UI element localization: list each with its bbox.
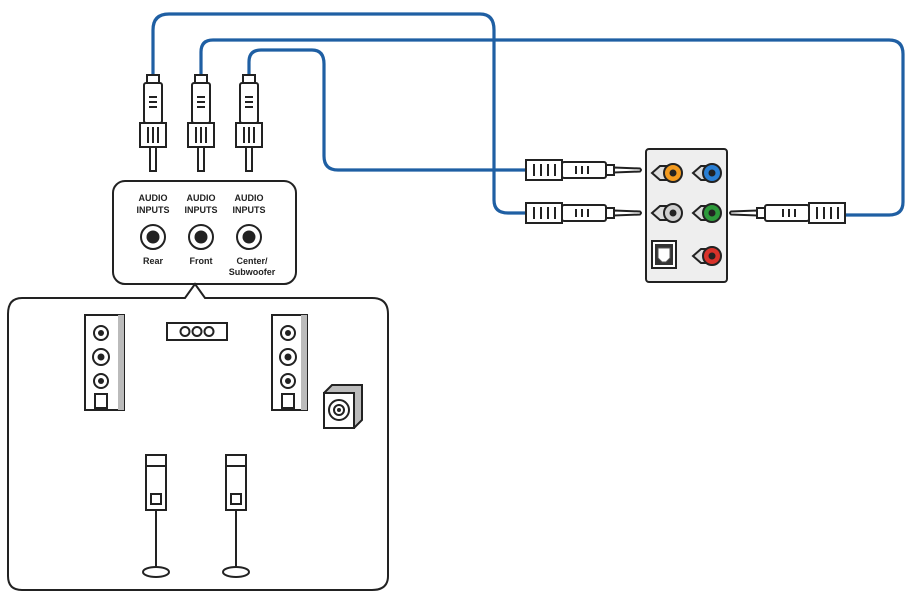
cable-rear — [151, 12, 528, 215]
input-front-label-line1: AUDIO — [187, 193, 216, 203]
cable-center-subwoofer — [247, 48, 528, 172]
subwoofer-icon — [323, 384, 363, 429]
plug-center-subwoofer — [235, 74, 263, 172]
input-rear-label-line2: INPUTS — [136, 205, 169, 215]
jack-blue[interactable] — [691, 163, 722, 183]
input-center-name-line1: Center/ — [236, 256, 268, 266]
plug-front — [187, 74, 215, 172]
input-rear: AUDIO INPUTS Rear — [136, 193, 169, 266]
front-left-speaker-icon — [84, 314, 125, 411]
optical-spdif-port-icon[interactable] — [651, 240, 677, 269]
input-rear-label-line1: AUDIO — [139, 193, 168, 203]
plug-rear — [139, 74, 167, 172]
input-front: AUDIO INPUTS Front — [184, 193, 217, 266]
input-rear-name: Rear — [143, 256, 164, 266]
front-right-speaker-icon — [271, 314, 308, 411]
jack-orange[interactable] — [650, 163, 683, 183]
rear-left-speaker-icon — [142, 454, 170, 578]
plug-horizontal-right — [729, 202, 846, 224]
jack-green[interactable] — [691, 203, 722, 223]
plug-horizontal-lower — [525, 202, 642, 224]
plug-horizontal-upper — [525, 159, 642, 181]
jack-red[interactable] — [691, 246, 722, 266]
input-center-subwoofer: AUDIO INPUTS Center/ Subwoofer — [229, 193, 276, 277]
input-front-name: Front — [190, 256, 213, 266]
jack-grey[interactable] — [650, 203, 683, 223]
rear-right-speaker-icon — [222, 454, 250, 578]
input-center-label-line1: AUDIO — [235, 193, 264, 203]
input-center-label-line2: INPUTS — [232, 205, 265, 215]
cable-front — [199, 38, 905, 217]
input-front-label-line2: INPUTS — [184, 205, 217, 215]
input-center-name-line2: Subwoofer — [229, 267, 276, 277]
center-speaker-icon — [166, 322, 228, 341]
